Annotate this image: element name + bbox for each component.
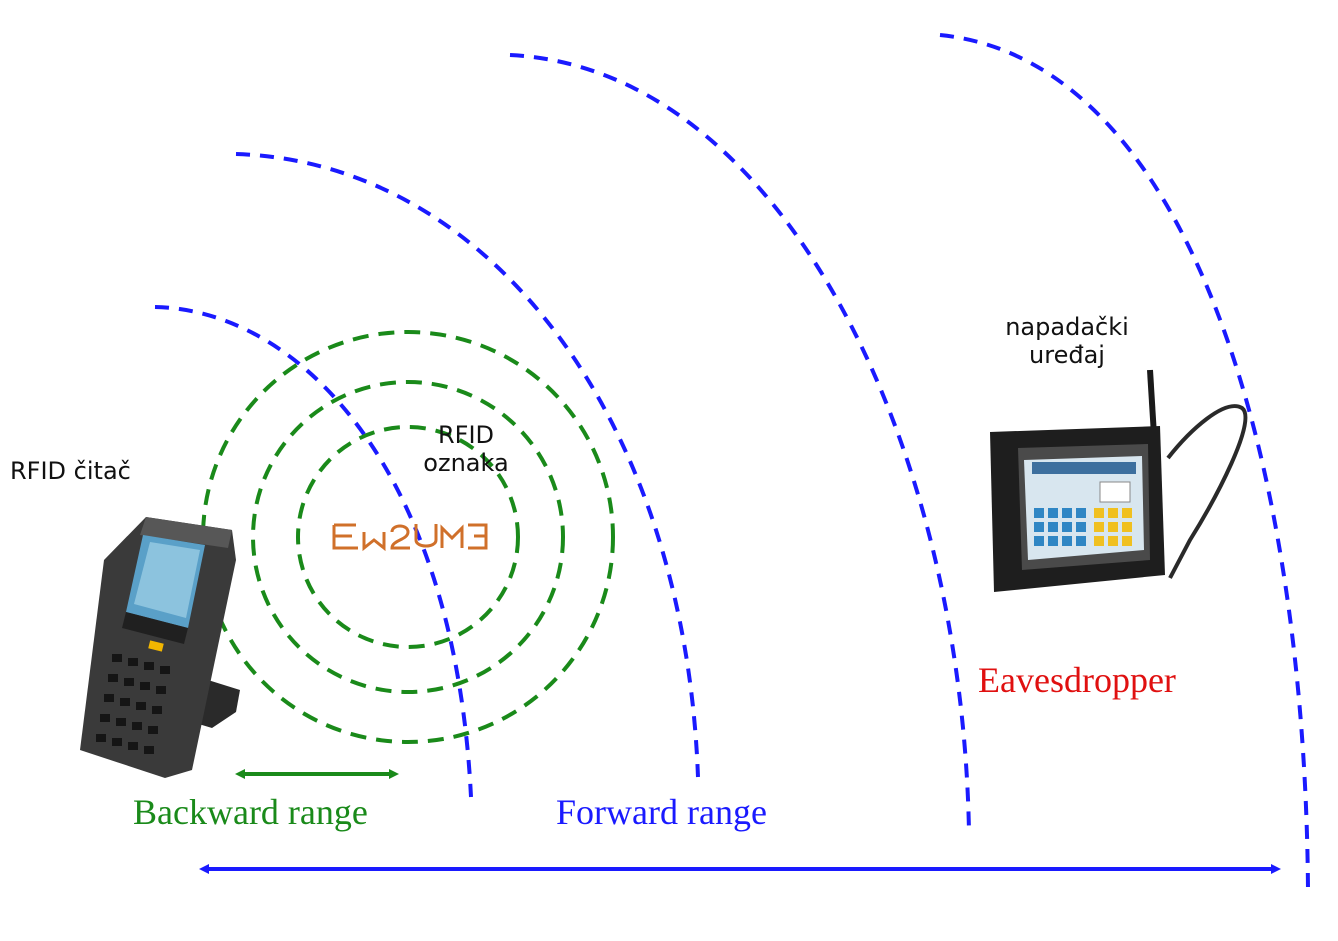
tablet-with-antenna-icon xyxy=(990,369,1248,592)
forward-arc-4 xyxy=(939,33,1310,891)
reader-label: RFID čitač xyxy=(10,457,131,485)
forward-arc-3 xyxy=(509,53,971,833)
backward-range-label: Backward range xyxy=(133,792,368,832)
backward-ring-outer xyxy=(201,330,615,744)
attacker-label-line1: napadački xyxy=(1005,313,1129,341)
backward-ring-inner xyxy=(296,425,520,649)
tag-label-line2: oznaka xyxy=(423,449,509,477)
backward-ring-middle xyxy=(251,380,565,694)
attacker-device-label: napadački uređaj xyxy=(984,313,1150,369)
attacker-label-line2: uređaj xyxy=(1029,341,1105,369)
forward-range-label: Forward range xyxy=(556,792,767,832)
tag-label-line1: RFID xyxy=(437,421,495,449)
eavesdropper-label: Eavesdropper xyxy=(978,660,1176,700)
tag-label: RFID oznaka xyxy=(418,421,514,477)
rfid-tag-icon xyxy=(332,523,488,552)
forward-arc-2 xyxy=(235,152,700,778)
handheld-rfid-reader-icon xyxy=(80,517,240,778)
forward-arc-1 xyxy=(154,305,473,798)
